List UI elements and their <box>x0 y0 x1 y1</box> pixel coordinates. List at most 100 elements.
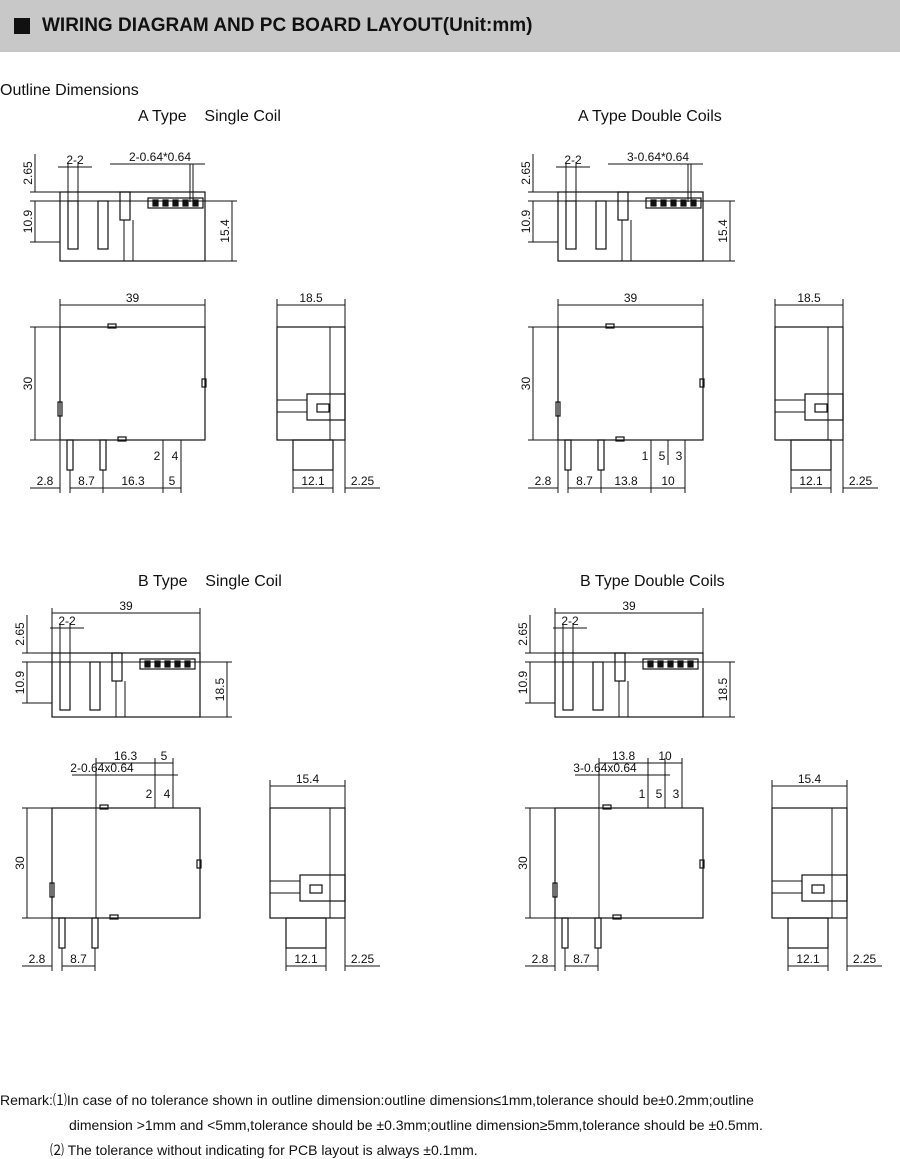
center-clip <box>614 652 626 682</box>
view-title-b-single: B Type Single Coil <box>138 573 282 590</box>
remark-line-1: Remark:⑴In case of no tolerance shown in… <box>0 1092 754 1108</box>
terminal-pad <box>677 660 684 668</box>
dim-39: 39 <box>119 599 133 613</box>
pin-slot <box>595 200 607 250</box>
dim-depth: 15.4 <box>296 772 320 786</box>
terminal-block <box>147 197 204 209</box>
view-title-b-double: B Type Double Coils <box>580 573 725 590</box>
latch-tab <box>699 859 705 869</box>
remark-line-3: ⑵ The tolerance without indicating for P… <box>50 1142 478 1158</box>
pin-slot <box>67 200 79 250</box>
side-view-body <box>276 326 346 441</box>
dim-pitch: 2-2 <box>561 614 579 628</box>
latch-tab <box>99 804 109 810</box>
terminal-pad <box>164 660 171 668</box>
clip-housing <box>801 874 848 902</box>
terminal-pad <box>687 660 694 668</box>
terminal-foot <box>292 439 334 471</box>
dim-pitch: 2-2 <box>58 614 76 628</box>
latch-tab <box>602 804 612 810</box>
dim-30: 30 <box>519 377 533 391</box>
dim-39: 39 <box>624 291 638 305</box>
latch-tab <box>201 378 207 388</box>
dim-pin-spec: 3-0.64*0.64 <box>627 150 689 164</box>
dim-2.8: 2.8 <box>532 952 549 966</box>
dim-mid: 16.3 <box>121 474 145 488</box>
top-view-body <box>554 652 704 718</box>
dim-2.8: 2.8 <box>37 474 54 488</box>
dim-top-total: 18.5 <box>213 677 227 701</box>
latch-tab <box>555 401 561 417</box>
dim-2.8: 2.8 <box>29 952 46 966</box>
clip-slot <box>811 884 825 894</box>
front-view-body <box>51 807 201 919</box>
pin-number: 2 <box>154 449 161 463</box>
dim-2.8: 2.8 <box>535 474 552 488</box>
pin-number: 5 <box>659 449 666 463</box>
dim-10.9: 10.9 <box>519 209 533 233</box>
pin-slot <box>562 661 574 711</box>
dim-2.65: 2.65 <box>21 161 35 185</box>
latch-tab <box>117 436 127 442</box>
dim-top-right: 10 <box>658 749 672 763</box>
terminal-pad <box>670 199 677 207</box>
pin-slot <box>89 661 101 711</box>
coil-pin <box>594 917 602 949</box>
dim-top-right: 5 <box>161 749 168 763</box>
dim-2.65: 2.65 <box>519 161 533 185</box>
terminal-pad <box>184 660 191 668</box>
front-view-body <box>554 807 704 919</box>
dim-top-mid: 13.8 <box>612 749 636 763</box>
coil-pin <box>597 439 605 471</box>
dim-top-mid: 16.3 <box>114 749 138 763</box>
top-view-body <box>51 652 201 718</box>
terminal-foot <box>285 917 327 949</box>
coil-pin <box>58 917 66 949</box>
pin-slot <box>592 661 604 711</box>
terminal-pad <box>690 199 697 207</box>
pin-number: 4 <box>172 449 179 463</box>
dim-8.7: 8.7 <box>576 474 593 488</box>
terminal-pad <box>680 199 687 207</box>
center-clip <box>119 191 131 221</box>
dim-12.1: 12.1 <box>294 952 318 966</box>
terminal-foot <box>787 917 829 949</box>
terminal-pad <box>650 199 657 207</box>
dim-2.25: 2.25 <box>849 474 873 488</box>
latch-tab <box>605 323 615 329</box>
dim-right: 5 <box>169 474 176 488</box>
clip-housing <box>804 393 844 421</box>
dim-39: 39 <box>622 599 636 613</box>
dim-39: 39 <box>126 291 140 305</box>
coil-pin <box>561 917 569 949</box>
center-clip <box>617 191 629 221</box>
pin-number: 4 <box>164 787 171 801</box>
clip-housing <box>306 393 346 421</box>
clip-slot <box>814 403 828 413</box>
terminal-pad <box>667 660 674 668</box>
front-view-body <box>59 326 206 441</box>
remark-notes: Remark:⑴In case of no tolerance shown in… <box>0 1088 895 1159</box>
dim-8.7: 8.7 <box>70 952 87 966</box>
latch-tab <box>699 378 705 388</box>
clip-slot <box>309 884 323 894</box>
latch-tab <box>107 323 117 329</box>
dim-2.65: 2.65 <box>13 622 27 646</box>
pin-number: 1 <box>639 787 646 801</box>
remark-line-2: dimension >1mm and <5mm,tolerance should… <box>69 1117 763 1133</box>
view-title-a-double: A Type Double Coils <box>578 108 722 125</box>
coil-pin <box>91 917 99 949</box>
dim-depth: 18.5 <box>299 291 323 305</box>
latch-tab <box>109 914 119 920</box>
dim-depth: 15.4 <box>798 772 822 786</box>
dim-top-total: 18.5 <box>716 677 730 701</box>
dim-pitch: 2-2 <box>66 153 84 167</box>
latch-tab <box>615 436 625 442</box>
terminal-pad <box>657 660 664 668</box>
square-bullet-icon <box>14 18 30 34</box>
dim-2.25: 2.25 <box>351 474 375 488</box>
latch-tab <box>552 882 558 898</box>
dim-right: 10 <box>661 474 675 488</box>
